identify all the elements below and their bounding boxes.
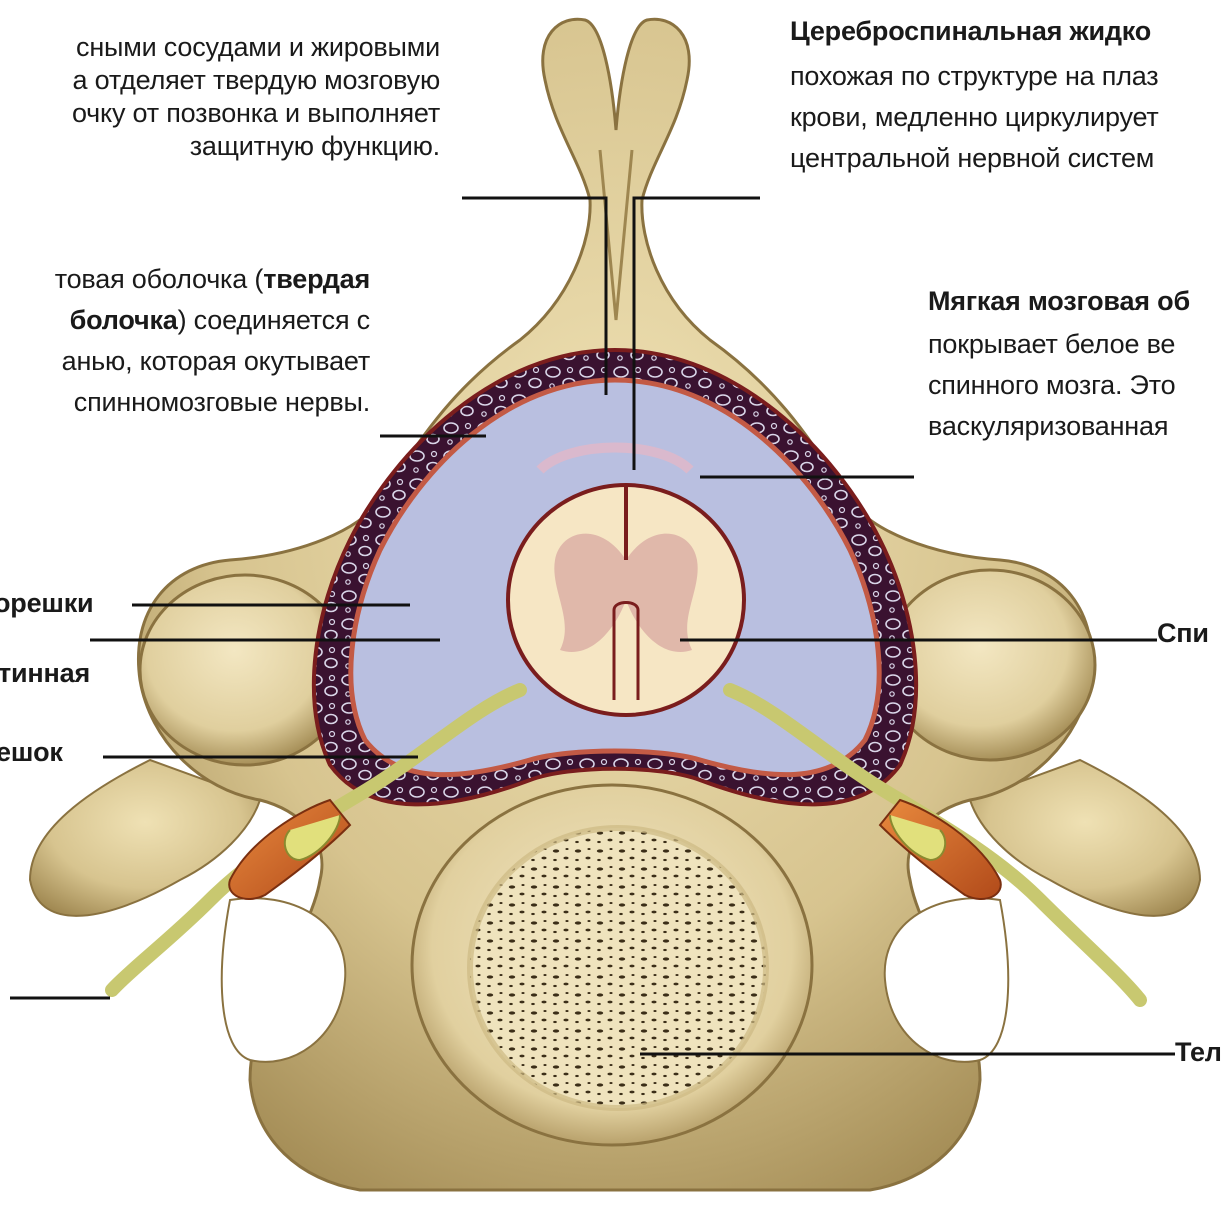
epidural-line-5: защитную функцию. — [72, 133, 440, 166]
label-spinal-cord: Спи — [1157, 620, 1209, 647]
epidural-line-4: очку от позвонка и выполняет — [72, 100, 440, 133]
label-epidural-space: сными сосудами и жировыми а отделяет тве… — [72, 2, 440, 166]
csf-line-3: крови, медленно циркулирует — [790, 104, 1159, 137]
dura-line-3: анью, которая окутывает — [55, 348, 370, 381]
epidural-line-2: сными сосудами и жировыми — [72, 34, 440, 67]
csf-line-2: похожая по структуре на плаз — [790, 63, 1159, 96]
csf-title: Цереброспинальная жидко — [790, 18, 1159, 51]
dura-line-4: спинномозговые нервы. — [55, 389, 370, 422]
csf-line-4: центральной нервной систем — [790, 145, 1159, 178]
label-arachnoid: тинная — [0, 660, 90, 687]
label-pia-mater: Мягкая мозговая об покрывает белое ве сп… — [928, 288, 1190, 446]
label-cerebrospinal-fluid: Цереброспинальная жидко похожая по струк… — [790, 18, 1159, 178]
dura-line-2-bold: болочка — [70, 305, 178, 335]
pia-line-2: покрывает белое ве — [928, 331, 1190, 364]
dura-line-1-bold: твердая — [263, 264, 370, 294]
dura-line-2-plain: ) соединяется с — [178, 305, 370, 335]
label-vertebral-body: Тел — [1175, 1039, 1222, 1066]
dura-line-1-plain: товая оболочка ( — [55, 264, 263, 294]
pia-line-4: васкуляризованная — [928, 413, 1190, 446]
label-roots: орешки — [0, 590, 93, 617]
epidural-line-3: а отделяет твердую мозговую — [72, 67, 440, 100]
pia-line-3: спинного мозга. Это — [928, 372, 1190, 405]
pia-title: Мягкая мозговая об — [928, 288, 1190, 321]
label-dura-mater: товая оболочка (твердая болочка) соединя… — [55, 266, 370, 422]
label-rootlet: ешок — [0, 739, 63, 766]
